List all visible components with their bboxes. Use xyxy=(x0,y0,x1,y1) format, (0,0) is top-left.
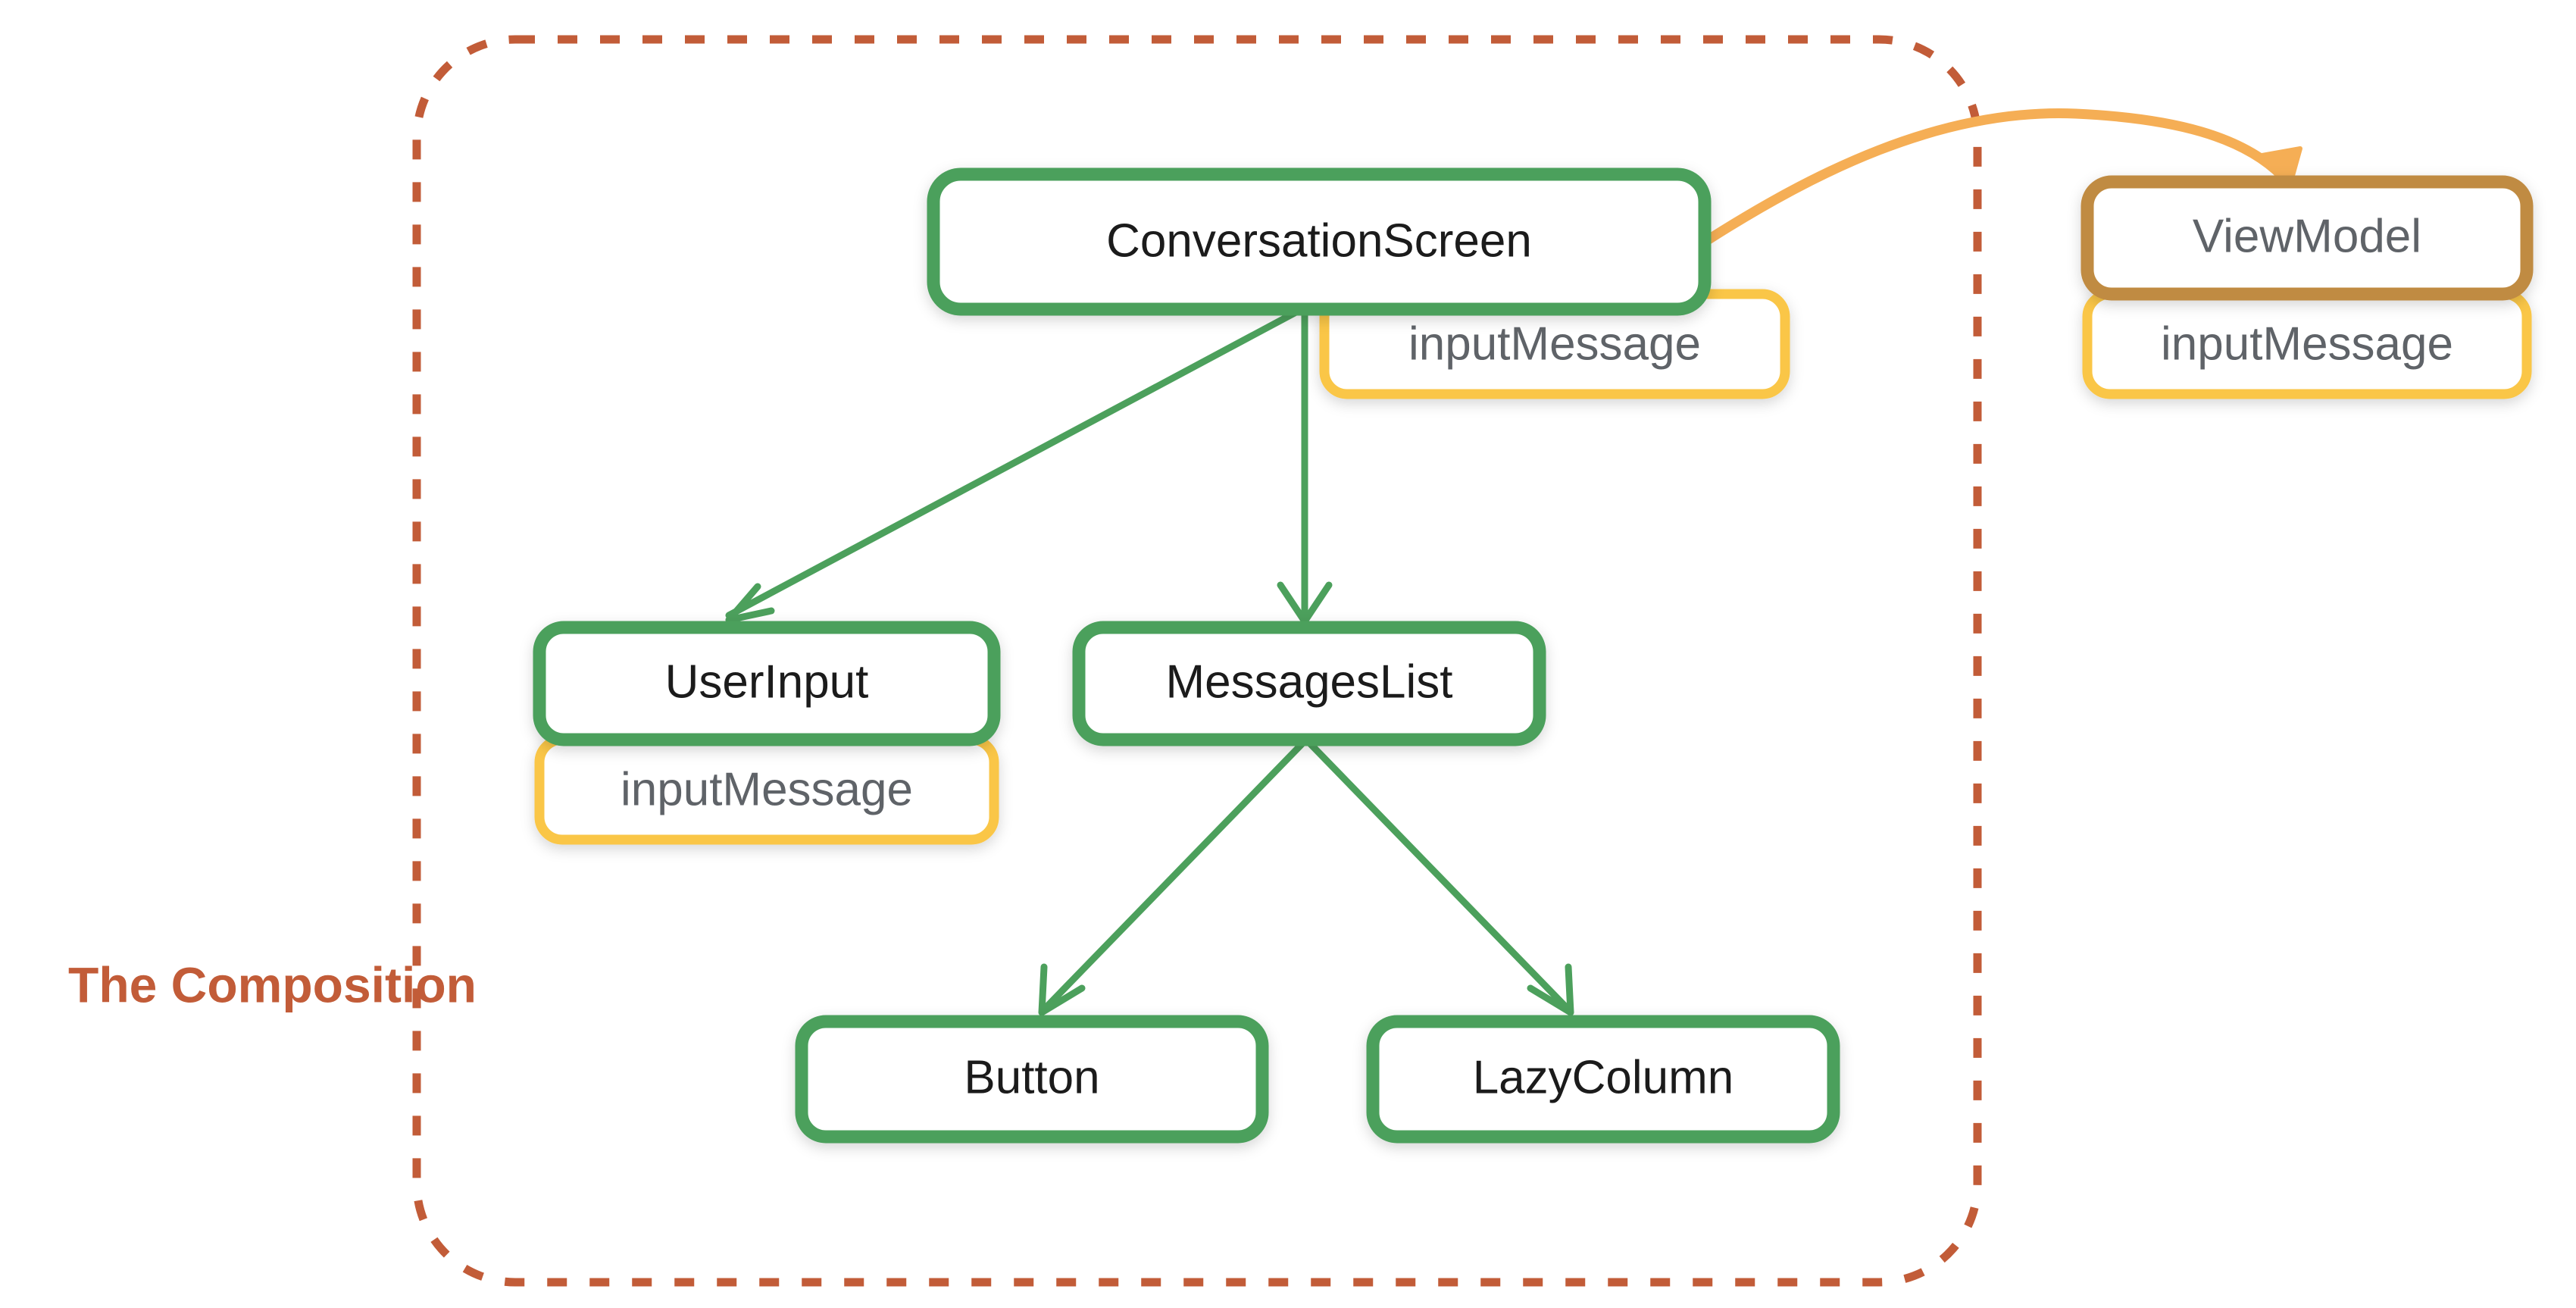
node-lazy-column[interactable] xyxy=(1366,1015,1840,1144)
node-user-input-label: UserInput xyxy=(665,656,869,708)
node-user-input[interactable] xyxy=(533,621,1001,746)
edge-screen-to-userinput xyxy=(725,305,1305,624)
edge-messageslist-to-button xyxy=(1038,737,1308,1016)
node-conversation-screen-label: ConversationScreen xyxy=(1106,214,1532,267)
composition-scope-label: The Composition xyxy=(68,956,477,1012)
node-messages-list[interactable] xyxy=(1072,621,1546,746)
edge-screen-to-messageslist xyxy=(1277,305,1333,625)
edge-messageslist-to-lazycolumn xyxy=(1304,737,1574,1016)
composition-scope-boundary xyxy=(412,35,1982,1287)
node-view-model[interactable] xyxy=(2080,175,2534,301)
node-button-label: Button xyxy=(964,1051,1099,1103)
node-view-model-label: ViewModel xyxy=(2193,210,2421,262)
node-user-input-state-label: inputMessage xyxy=(621,763,913,815)
node-lazy-column-label: LazyColumn xyxy=(1473,1051,1734,1103)
node-button[interactable] xyxy=(795,1015,1269,1144)
node-conversation-screen[interactable] xyxy=(927,167,1712,316)
node-messages-list-label: MessagesList xyxy=(1165,656,1452,708)
node-view-model-state-label: inputMessage xyxy=(2161,318,2453,370)
node-conversation-screen-state-label: inputMessage xyxy=(1408,318,1701,370)
